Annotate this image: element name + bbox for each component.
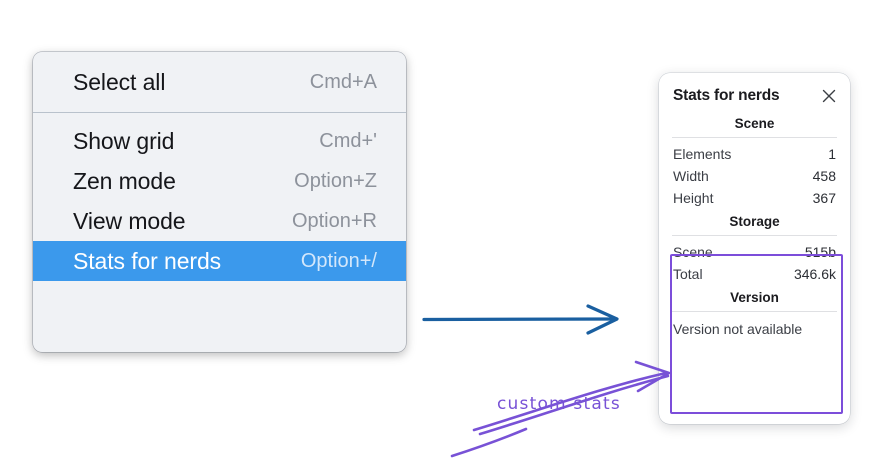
stat-value: 346.6k <box>793 266 836 282</box>
menu-group-2: Show grid Cmd+' Zen mode Option+Z View m… <box>33 113 406 289</box>
menu-item-stats-for-nerds[interactable]: Stats for nerds Option+/ <box>33 241 406 281</box>
divider <box>672 235 837 236</box>
table-row: Scene 515b <box>671 241 838 263</box>
table-row: Elements 1 <box>671 143 838 165</box>
menu-item-show-grid[interactable]: Show grid Cmd+' <box>33 121 406 161</box>
section-heading-version: Version <box>730 290 779 305</box>
menu-separator <box>33 112 406 113</box>
stats-for-nerds-panel[interactable]: Stats for nerds Scene Elements 1 Width 4… <box>659 73 850 424</box>
menu-group-1: Select all Cmd+A <box>33 52 406 112</box>
annotation-arrow-icon <box>450 360 671 458</box>
menu-item-view-mode[interactable]: View mode Option+R <box>33 201 406 241</box>
menu-item-shortcut: Option+/ <box>300 249 377 272</box>
menu-item-select-all[interactable]: Select all Cmd+A <box>33 62 406 102</box>
section-heading-scene: Scene <box>734 116 775 131</box>
menu-item-zen-mode[interactable]: Zen mode Option+Z <box>33 161 406 201</box>
close-icon[interactable] <box>821 88 837 104</box>
menu-item-label: Zen mode <box>73 167 176 194</box>
table-row: Width 458 <box>671 165 838 187</box>
stat-label: Scene <box>673 244 713 260</box>
menu-item-shortcut: Cmd+A <box>309 70 377 93</box>
page-title: Stats for nerds <box>673 87 780 104</box>
menu-item-label: Show grid <box>73 127 175 154</box>
context-menu[interactable]: Select all Cmd+A Show grid Cmd+' Zen mod… <box>33 52 406 352</box>
version-value: Version not available <box>673 321 803 337</box>
panel-header: Stats for nerds <box>659 73 850 111</box>
menu-item-label: Select all <box>73 68 166 95</box>
stat-value: 515b <box>804 244 836 260</box>
table-row: Total 346.6k <box>671 263 838 285</box>
menu-item-label: Stats for nerds <box>73 247 222 274</box>
menu-item-shortcut: Option+R <box>291 209 377 232</box>
divider <box>672 137 837 138</box>
pointer-arrow-icon <box>422 304 619 335</box>
annotation-label: custom stats <box>497 394 621 414</box>
stat-value: 367 <box>812 190 836 206</box>
menu-item-shortcut: Option+Z <box>294 169 377 192</box>
stats-body: Scene Elements 1 Width 458 Height 367 St… <box>659 111 850 339</box>
stat-value: 458 <box>812 168 836 184</box>
stat-label: Total <box>673 266 703 282</box>
menu-item-shortcut: Cmd+' <box>319 129 377 152</box>
stat-value: 1 <box>828 146 836 162</box>
divider <box>672 311 837 312</box>
stat-label: Width <box>673 168 709 184</box>
stat-label: Height <box>673 190 714 206</box>
stat-label: Elements <box>673 146 732 162</box>
menu-item-label: View mode <box>73 207 186 234</box>
section-heading-storage: Storage <box>729 214 780 229</box>
table-row: Height 367 <box>671 187 838 209</box>
